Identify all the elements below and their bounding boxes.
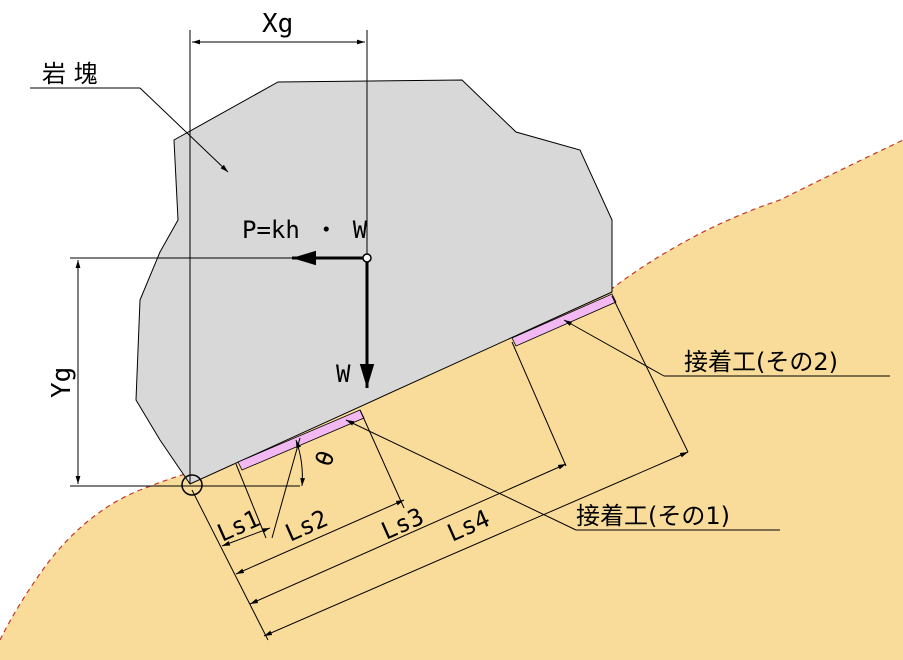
center-of-gravity bbox=[362, 253, 372, 263]
yg-label: Yg bbox=[47, 367, 77, 398]
ls4-dimension-line bbox=[263, 451, 689, 637]
ground-surface-line-upper bbox=[609, 139, 903, 291]
rock-label: 岩 塊 bbox=[42, 60, 98, 88]
weight-label: W bbox=[336, 360, 351, 388]
adhesive-1-label: 接着工(その1) bbox=[576, 502, 730, 530]
pivot-point bbox=[181, 474, 203, 496]
xg-label: Xg bbox=[262, 9, 293, 39]
adhesive-2-label: 接着工(その2) bbox=[684, 348, 838, 376]
rock-block bbox=[135, 79, 613, 485]
force-label: P=kh ・ W bbox=[242, 216, 368, 244]
